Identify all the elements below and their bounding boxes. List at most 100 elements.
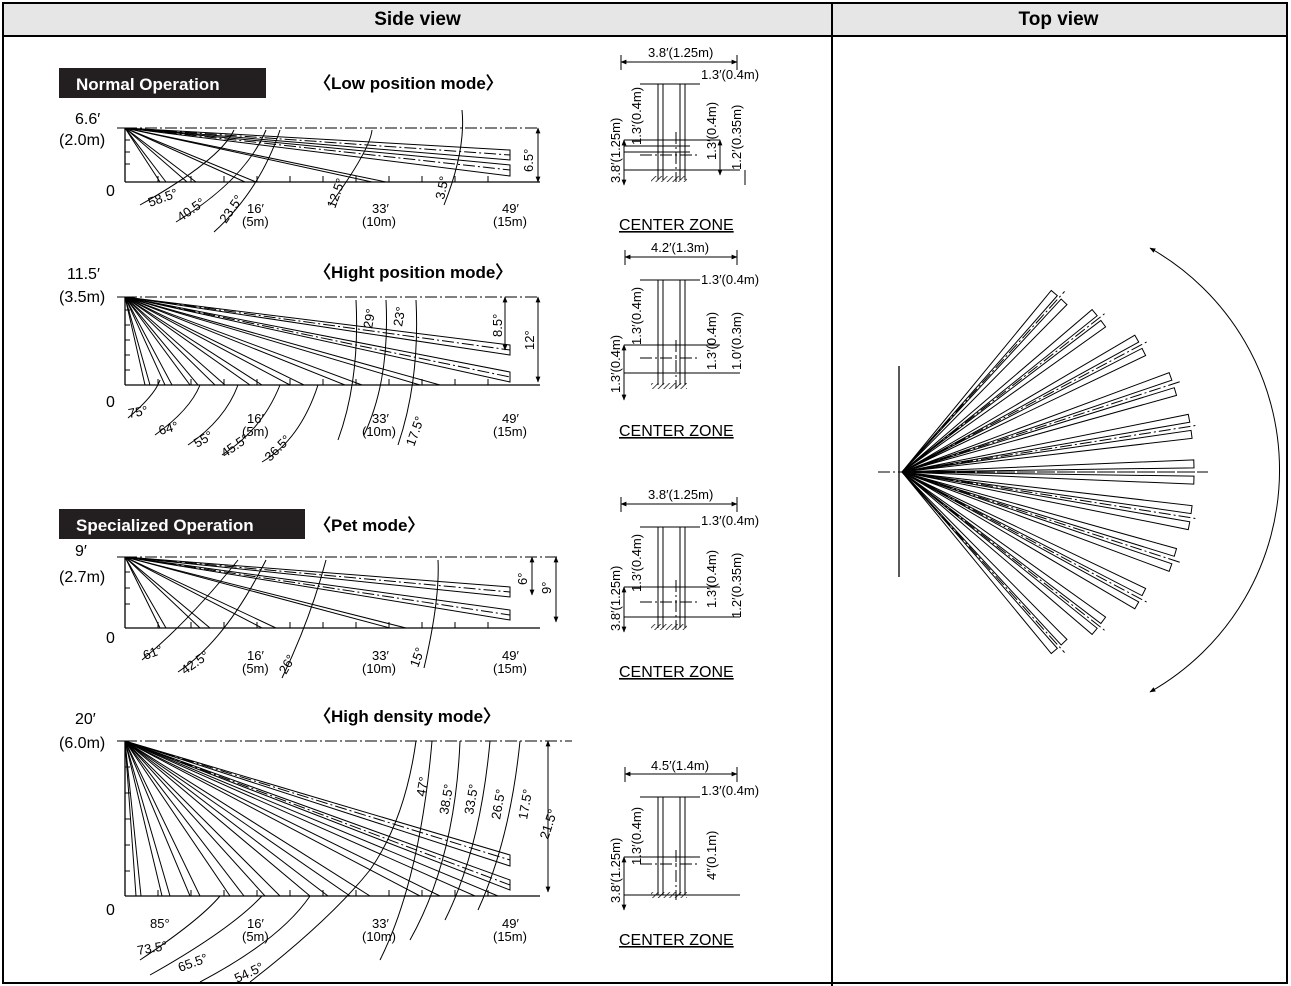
- low-beams: [124, 127, 511, 183]
- svg-text:4.2′(1.3m): 4.2′(1.3m): [651, 240, 709, 255]
- svg-text:33′: 33′: [372, 648, 389, 663]
- svg-text:1.3′(0.4m): 1.3′(0.4m): [704, 550, 719, 608]
- svg-text:1.3′(0.4m): 1.3′(0.4m): [608, 335, 623, 393]
- svg-text:73.5°: 73.5°: [136, 938, 169, 958]
- svg-text:(10m): (10m): [362, 214, 396, 229]
- center-zone-density: 4.5′(1.4m) 1.3′(0.4m) 3.8′(1.25m) 1.3′(0…: [608, 758, 759, 949]
- svg-text:CENTER ZONE: CENTER ZONE: [619, 664, 734, 681]
- svg-text:9′: 9′: [75, 543, 87, 560]
- svg-text:26°: 26°: [276, 652, 299, 677]
- top-view-beam-axis: [901, 471, 1148, 603]
- svg-text:8.5°: 8.5°: [490, 314, 505, 337]
- top-view-beam-axis: [901, 471, 1199, 520]
- svg-text:(3.5m): (3.5m): [59, 289, 105, 306]
- pet-mode-diagram: 〈Pet mode〉 9′ (2.7m) 0: [59, 515, 560, 679]
- top-view-beam: [901, 459, 1195, 473]
- svg-text:42.5°: 42.5°: [178, 648, 212, 678]
- top-view-beam: [901, 471, 1068, 646]
- svg-text:(5m): (5m): [242, 214, 269, 229]
- top-view-beam: [901, 471, 1178, 557]
- low-mode-title: 〈Low position mode〉: [314, 73, 503, 93]
- top-view-beam: [901, 308, 1098, 473]
- top-view-beam-axis: [901, 312, 1106, 473]
- svg-text:16′: 16′: [247, 916, 264, 931]
- top-view-beam: [901, 471, 1195, 485]
- svg-text:85°: 85°: [150, 916, 170, 931]
- high-mode-title: 〈Hight position mode〉: [314, 262, 512, 282]
- svg-text:11.5′: 11.5′: [67, 266, 100, 283]
- svg-text:33′: 33′: [372, 201, 389, 216]
- top-view-beam: [901, 429, 1193, 473]
- svg-text:1.2′(0.35m): 1.2′(0.35m): [729, 553, 744, 618]
- low-arcs: [139, 109, 464, 233]
- top-view-beam-axis: [901, 424, 1199, 473]
- top-view-beam: [901, 347, 1147, 473]
- svg-text:26.5°: 26.5°: [488, 788, 508, 821]
- svg-text:75°: 75°: [127, 403, 149, 421]
- svg-text:33′: 33′: [372, 411, 389, 426]
- svg-text:CENTER ZONE: CENTER ZONE: [619, 423, 734, 440]
- high-mode-diagram: 〈Hight position mode〉 11.5′ (3.5m) 0: [59, 262, 541, 464]
- specialized-operation-badge: Specialized Operation: [59, 509, 305, 539]
- svg-text:0: 0: [106, 630, 115, 647]
- svg-text:0: 0: [106, 394, 115, 411]
- svg-text:33.5°: 33.5°: [461, 783, 481, 816]
- svg-text:3.8′(1.25m): 3.8′(1.25m): [648, 45, 713, 60]
- svg-text:1.3′(0.4m): 1.3′(0.4m): [629, 287, 644, 345]
- center-zone-low: 3.8′(1.25m) 1.3′(0.4m) 3.8′(1.25m) 1.3′(…: [608, 45, 759, 234]
- svg-text:1.3′(0.4m): 1.3′(0.4m): [629, 807, 644, 865]
- svg-text:1.3′(0.4m): 1.3′(0.4m): [701, 783, 759, 798]
- center-zone-high: 4.2′(1.3m) 1.3′(0.4m) 1.3′(0.4m) 1.3′(0.…: [608, 240, 759, 440]
- low-height-ft: 6.6′: [75, 111, 100, 128]
- density-mode-title: 〈High density mode〉: [314, 706, 500, 726]
- svg-text:4″(0.1m): 4″(0.1m): [704, 831, 719, 880]
- center-zone-pet: 3.8′(1.25m) 1.3′(0.4m) 3.8′(1.25m) 1.3′(…: [608, 487, 759, 681]
- low-height-m: (2.0m): [59, 132, 105, 149]
- svg-text:(15m): (15m): [493, 929, 527, 944]
- top-view-beam: [901, 387, 1178, 473]
- svg-text:64°: 64°: [157, 418, 180, 438]
- svg-text:6.5°: 6.5°: [521, 149, 536, 172]
- density-mode-diagram: 〈High density mode〉 20′ (6.0m) 0: [59, 706, 572, 986]
- top-view-beam: [901, 371, 1173, 473]
- top-view-beam-axis: [901, 471, 1181, 564]
- svg-text:Specialized Operation: Specialized Operation: [76, 516, 254, 535]
- svg-text:(2.7m): (2.7m): [59, 569, 105, 586]
- top-view-header: Top view: [831, 4, 1286, 37]
- svg-text:1.3′(0.4m): 1.3′(0.4m): [629, 87, 644, 145]
- svg-text:(10m): (10m): [362, 929, 396, 944]
- svg-text:(10m): (10m): [362, 661, 396, 676]
- svg-text:(5m): (5m): [242, 424, 269, 439]
- svg-text:49′: 49′: [502, 648, 519, 663]
- top-view-beam: [901, 471, 1098, 636]
- svg-text:54.5°: 54.5°: [232, 959, 266, 985]
- svg-text:(10m): (10m): [362, 424, 396, 439]
- svg-text:CENTER ZONE: CENTER ZONE: [619, 932, 734, 949]
- top-view-beam: [901, 334, 1140, 473]
- svg-text:3.8′(1.25m): 3.8′(1.25m): [608, 118, 623, 183]
- top-view-beam: [901, 471, 1107, 625]
- top-view-beam-axis: [901, 380, 1181, 473]
- svg-text:58.5°: 58.5°: [146, 185, 180, 210]
- top-view-beam-axis: [901, 291, 1065, 473]
- svg-text:(15m): (15m): [493, 424, 527, 439]
- low-origin: 0: [106, 183, 115, 200]
- svg-text:6°: 6°: [515, 573, 530, 585]
- svg-text:3.8′(1.25m): 3.8′(1.25m): [648, 487, 713, 502]
- svg-text:17.5°: 17.5°: [515, 788, 535, 821]
- top-view-beam-axis: [901, 471, 1106, 632]
- top-view-beam: [901, 471, 1173, 573]
- svg-text:3.8′(1.25m): 3.8′(1.25m): [608, 838, 623, 903]
- svg-text:38.5°: 38.5°: [436, 783, 456, 816]
- svg-text:(15m): (15m): [493, 214, 527, 229]
- svg-text:49′: 49′: [502, 201, 519, 216]
- top-view-beam: [901, 471, 1140, 610]
- top-view-beam: [901, 319, 1107, 473]
- svg-text:12°: 12°: [522, 330, 537, 350]
- svg-text:9°: 9°: [539, 582, 554, 594]
- svg-text:(6.0m): (6.0m): [59, 735, 105, 752]
- top-view-beam-axis: [901, 341, 1148, 473]
- svg-text:17.5°: 17.5°: [403, 414, 428, 448]
